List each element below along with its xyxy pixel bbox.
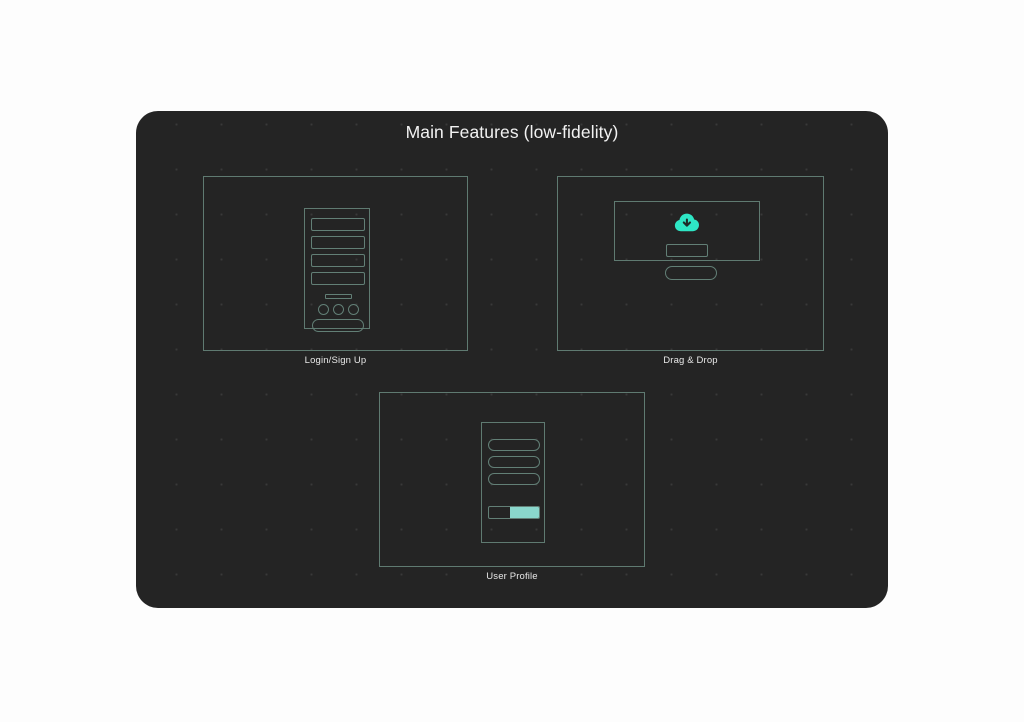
profile-toggle-track-filled: [510, 507, 539, 518]
panel-drag-content: [558, 177, 823, 350]
drop-zone[interactable]: [614, 201, 760, 261]
drop-file-bar[interactable]: [666, 244, 708, 257]
profile-progress-toggle[interactable]: [488, 506, 540, 519]
social-login-icon-3[interactable]: [348, 304, 359, 315]
login-input-field-1[interactable]: [311, 218, 365, 231]
profile-toggle-track-empty: [489, 507, 510, 518]
profile-input-field-1[interactable]: [488, 439, 540, 451]
profile-input-field-2[interactable]: [488, 456, 540, 468]
panel-drag-drop[interactable]: Drag & Drop: [557, 176, 824, 366]
login-input-field-2[interactable]: [311, 236, 365, 249]
social-login-icon-2[interactable]: [333, 304, 344, 315]
upload-button[interactable]: [664, 266, 717, 280]
login-card: [304, 208, 370, 332]
panel-login-content: [204, 177, 467, 350]
panel-login-caption: Login/Sign Up: [304, 355, 367, 366]
login-input-field-4[interactable]: [311, 272, 365, 285]
panel-user-profile[interactable]: User Profile: [379, 392, 645, 582]
social-login-icon-1[interactable]: [318, 304, 329, 315]
wireframe-canvas: Main Features (low-fidelity) Login/Sign …: [136, 111, 888, 608]
profile-card: [481, 422, 545, 543]
panel-profile-content: [380, 393, 644, 566]
profile-input-field-3[interactable]: [488, 473, 540, 485]
login-input-field-3[interactable]: [311, 254, 365, 267]
panel-login-signup[interactable]: Login/Sign Up: [203, 176, 468, 366]
panel-profile-caption: User Profile: [486, 571, 538, 582]
cloud-download-icon: [674, 213, 700, 233]
login-divider-bar: [325, 294, 352, 299]
page-title: Main Features (low-fidelity): [405, 122, 619, 142]
login-submit-button[interactable]: [312, 319, 364, 332]
panel-drag-caption: Drag & Drop: [663, 355, 718, 366]
